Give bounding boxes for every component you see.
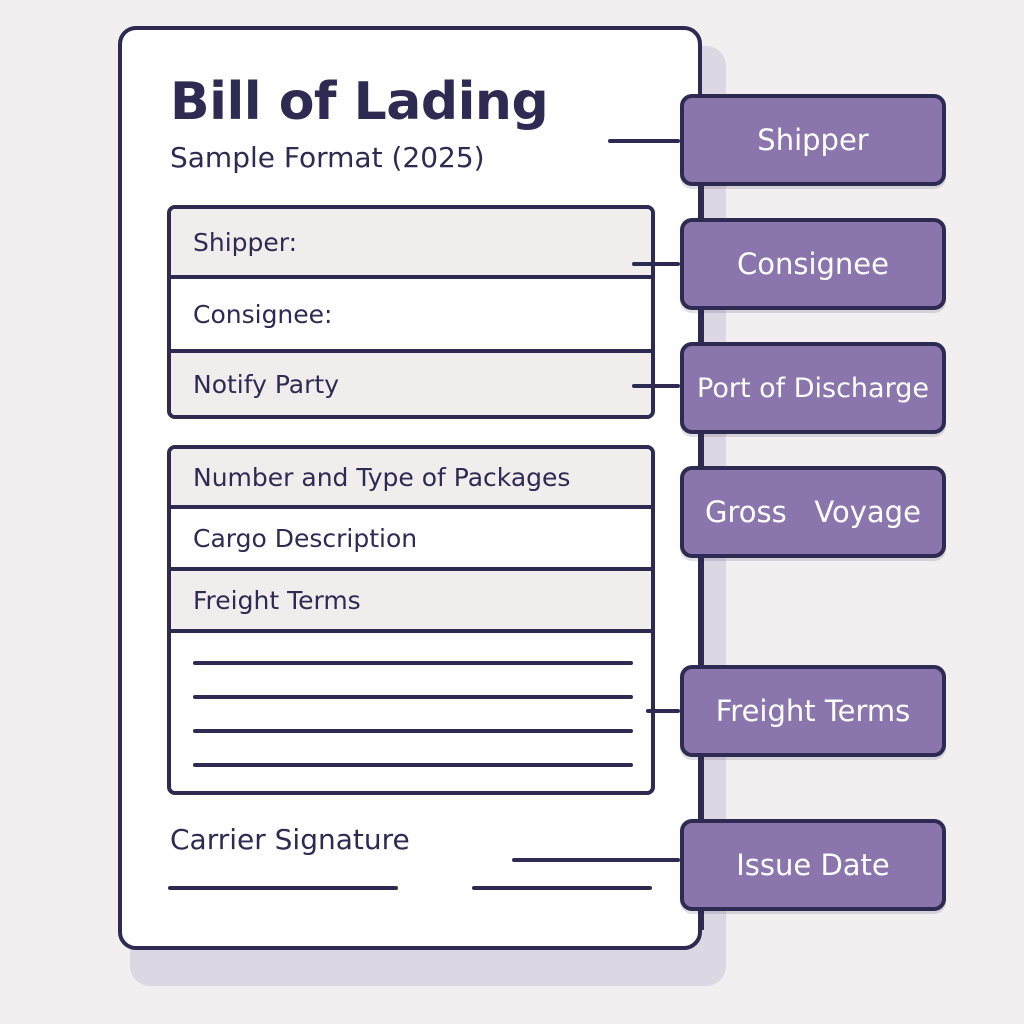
parties-section: Shipper: Consignee: Notify Party — [167, 205, 655, 419]
signature-line[interactable] — [168, 886, 398, 890]
blank-line — [193, 661, 633, 665]
callout-label: Issue Date — [736, 848, 890, 882]
packages-label: Number and Type of Packages — [193, 462, 571, 492]
callout-label: Freight Terms — [715, 694, 911, 728]
blank-line — [193, 763, 633, 767]
callout-label: Consignee — [736, 247, 889, 281]
blank-line — [193, 729, 633, 733]
carrier-signature-label: Carrier Signature — [170, 823, 410, 856]
date-line[interactable] — [472, 886, 652, 890]
connector-line — [512, 858, 680, 862]
shipper-row[interactable]: Shipper: — [171, 209, 651, 279]
cargo-description-label: Cargo Description — [193, 523, 418, 553]
cargo-section: Number and Type of Packages Cargo Descri… — [167, 445, 655, 795]
callout-shipper[interactable]: Shipper — [680, 94, 946, 186]
callout-label: Shipper — [757, 123, 869, 157]
callout-consignee[interactable]: Consignee — [680, 218, 946, 310]
blank-lines-area[interactable] — [171, 633, 651, 791]
blank-line — [193, 695, 633, 699]
connector-line — [632, 262, 680, 266]
consignee-label: Consignee: — [193, 299, 333, 329]
freight-terms-label: Freight Terms — [193, 585, 361, 615]
document-subtitle: Sample Format (2025) — [170, 141, 485, 174]
connector-line — [632, 384, 680, 388]
connector-line — [608, 139, 680, 143]
callout-freight-terms[interactable]: Freight Terms — [680, 665, 946, 757]
shipper-label: Shipper: — [193, 227, 298, 257]
notify-party-label: Notify Party — [193, 369, 339, 399]
cargo-description-row[interactable]: Cargo Description — [171, 509, 651, 571]
callout-label: Gross Voyage — [705, 495, 921, 529]
callout-port-of-discharge[interactable]: Port of Discharge — [680, 342, 946, 434]
document-title: Bill of Lading — [170, 72, 549, 132]
notify-party-row[interactable]: Notify Party — [171, 353, 651, 415]
callout-issue-date[interactable]: Issue Date — [680, 819, 946, 911]
freight-terms-row[interactable]: Freight Terms — [171, 571, 651, 633]
packages-row[interactable]: Number and Type of Packages — [171, 449, 651, 509]
connector-line — [646, 709, 680, 713]
callout-gross-voyage[interactable]: Gross Voyage — [680, 466, 946, 558]
consignee-row[interactable]: Consignee: — [171, 279, 651, 353]
callout-label: Port of Discharge — [697, 372, 929, 404]
